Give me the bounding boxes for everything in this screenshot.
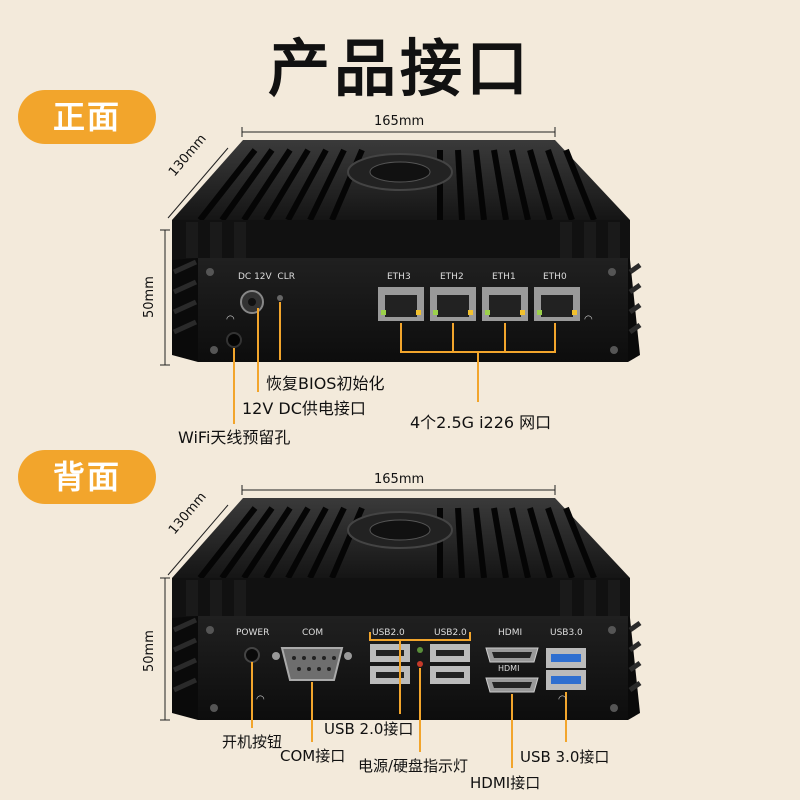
wifi-callout: WiFi天线预留孔 xyxy=(178,428,291,447)
back-width-label: 165mm xyxy=(374,472,425,487)
usb3-panel-label: USB3.0 xyxy=(550,628,583,638)
front-width-label: 165mm xyxy=(374,114,425,129)
usb2-panel-label-a: USB2.0 xyxy=(372,628,405,638)
front-badge: 正面 xyxy=(18,90,156,144)
hdmi-panel-label-a: HDMI xyxy=(498,628,523,638)
front-dimension-lines xyxy=(160,127,556,366)
back-device xyxy=(172,498,642,720)
dc-callout: 12V DC供电接口 xyxy=(242,399,366,418)
wifi-icon: ◠ xyxy=(558,694,567,705)
com-panel-label: COM xyxy=(302,628,324,638)
usb2-callout: USB 2.0接口 xyxy=(324,720,414,738)
front-device xyxy=(172,140,642,362)
eth0-label: ETH0 xyxy=(543,272,567,282)
front-height-label: 50mm xyxy=(142,276,157,318)
usb2-panel-label-b: USB2.0 xyxy=(434,628,467,638)
back-height-label: 50mm xyxy=(142,630,157,672)
page-title: 产品接口 xyxy=(267,32,532,105)
wifi-icon: ◠ xyxy=(256,694,265,705)
back-dimension-lines xyxy=(160,485,556,721)
eth3-label: ETH3 xyxy=(387,272,411,282)
front-callout-lines xyxy=(233,302,556,424)
eth2-label: ETH2 xyxy=(440,272,464,282)
back-badge: 背面 xyxy=(18,450,156,504)
power-callout: 开机按钮 xyxy=(222,733,283,751)
led-callout: 电源/硬盘指示灯 xyxy=(358,757,469,775)
usb3-callout: USB 3.0接口 xyxy=(520,748,610,766)
hdmi-panel-label-b: HDMI xyxy=(498,664,520,673)
power-panel-label: POWER xyxy=(236,628,270,638)
wifi-icon: ◠ xyxy=(584,314,593,325)
front-panel-label: DC 12V CLR xyxy=(238,272,295,282)
back-callout-lines xyxy=(251,632,567,768)
hdmi-callout: HDMI接口 xyxy=(470,774,541,792)
eth1-label: ETH1 xyxy=(492,272,516,282)
wifi-icon: ◠ xyxy=(226,314,235,325)
lan-callout: 4个2.5G i226 网口 xyxy=(410,413,552,432)
clr-callout: 恢复BIOS初始化 xyxy=(266,374,385,393)
com-callout: COM接口 xyxy=(280,747,346,765)
